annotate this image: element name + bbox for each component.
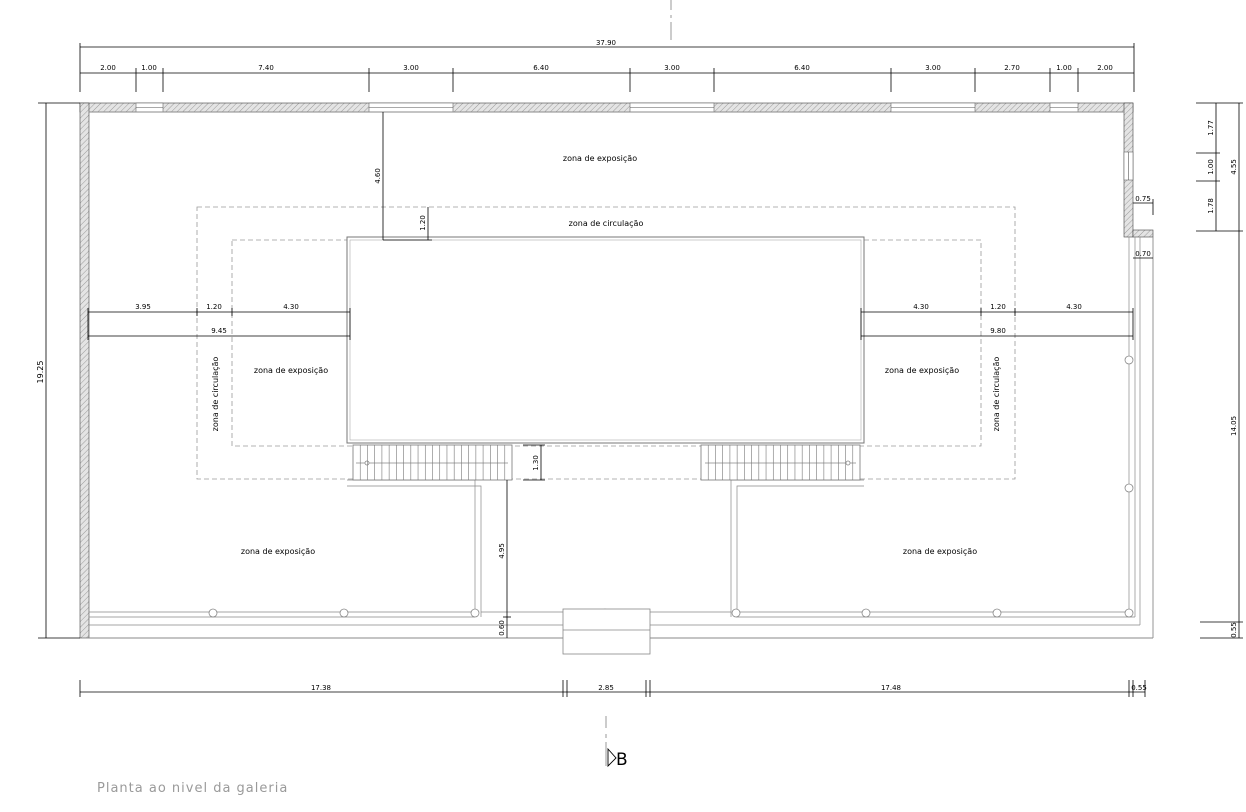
bottom-dimension-chain: 17.38 2.85 17.48 0.55 — [79, 680, 1147, 697]
right-dimension-chain: 1.77 1.00 1.78 4.55 14.05 0.55 — [1196, 102, 1243, 639]
dim-right-seg-lower: 14.05 — [1230, 416, 1238, 436]
dim-top-seg-9: 2.70 — [1004, 64, 1020, 72]
balcony-left-railing — [347, 479, 563, 617]
dim-top-seg-1: 2.00 — [100, 64, 116, 72]
top-dimension-chain: 37.90 2.00 1.00 7.40 3.00 6.40 3.00 6.40… — [79, 39, 1135, 92]
dim-right-edge-lower: 0.70 — [1135, 250, 1151, 258]
zone-bottom-right-exhibition: zona de exposição — [903, 547, 977, 556]
zone-left-circulation: zona de circulação — [211, 357, 220, 432]
dim-top-seg-8: 3.00 — [925, 64, 941, 72]
dim-top-seg-2: 1.00 — [141, 64, 157, 72]
dim-top-seg-4: 3.00 — [403, 64, 419, 72]
dim-right-seg-2: 1.00 — [1207, 159, 1215, 175]
dim-top-seg-10: 1.00 — [1056, 64, 1072, 72]
gallery-outline — [89, 237, 1154, 639]
dim-bottom-4: 0.55 — [1131, 684, 1147, 692]
dim-bottom-gap: 0.60 — [498, 620, 506, 636]
dim-left-row-1: 3.95 — [135, 303, 151, 311]
dim-top-seg-3: 7.40 — [258, 64, 274, 72]
dim-top-seg-5: 6.40 — [533, 64, 549, 72]
dim-right-seg-total-upper: 4.55 — [1230, 159, 1238, 175]
dim-bottom-1: 17.38 — [311, 684, 331, 692]
dim-left-row-2: 1.20 — [206, 303, 222, 311]
dim-right-total: 9.80 — [990, 327, 1006, 335]
dim-right-row-3: 4.30 — [1066, 303, 1082, 311]
section-mark-label: B — [616, 750, 628, 770]
zone-labels: zona de exposição zona de circulação zon… — [211, 154, 1001, 556]
section-mark-b: B — [605, 716, 628, 770]
dim-left-total: 9.45 — [211, 327, 227, 335]
dim-top-seg-7: 6.40 — [794, 64, 810, 72]
entrance-block — [562, 608, 651, 655]
drawing-caption: Planta ao nivel da galeria — [97, 781, 288, 796]
dim-left-row-3: 4.30 — [283, 303, 299, 311]
zone-left-exhibition: zona de exposição — [254, 366, 328, 375]
dim-right-row-2: 1.20 — [990, 303, 1006, 311]
dim-right-seg-1: 1.77 — [1207, 120, 1215, 136]
zone-right-circulation: zona de circulação — [992, 357, 1001, 432]
outer-walls — [79, 102, 1154, 639]
central-void — [346, 236, 865, 444]
stair-right — [700, 444, 861, 481]
circulation-zone-outlines — [196, 206, 1016, 480]
dim-lower-gap: 4.95 — [498, 543, 506, 559]
dim-right-row-1: 4.30 — [913, 303, 929, 311]
left-dimension: 19.25 — [36, 102, 80, 639]
dim-top-seg-6: 3.00 — [664, 64, 680, 72]
zone-top-exhibition: zona de exposição — [563, 154, 637, 163]
dim-right-seg-bottom: 0.55 — [1230, 622, 1238, 638]
dim-right-edge-upper: 0.75 — [1135, 195, 1151, 203]
dim-bottom-3: 17.48 — [881, 684, 901, 692]
zone-right-exhibition: zona de exposição — [885, 366, 959, 375]
dim-stair-depth: 1.30 — [532, 455, 540, 471]
zone-top-circulation: zona de circulação — [569, 219, 644, 228]
dim-void-gap-top: 4.60 — [374, 168, 382, 184]
zone-bottom-left-exhibition: zona de exposição — [241, 547, 315, 556]
interior-dimensions: 4.60 1.20 0.75 0.70 3.95 1.20 4.30 9.45 … — [87, 112, 1154, 638]
dim-top-total: 37.90 — [596, 39, 616, 47]
dim-void-gap-small: 1.20 — [419, 215, 427, 231]
dim-bottom-2: 2.85 — [598, 684, 614, 692]
dim-top-seg-11: 2.00 — [1097, 64, 1113, 72]
stair-left — [352, 444, 513, 481]
dim-left-total-height: 19.25 — [36, 361, 45, 384]
dim-right-seg-3: 1.78 — [1207, 198, 1215, 214]
balcony-right-railing — [650, 479, 864, 617]
